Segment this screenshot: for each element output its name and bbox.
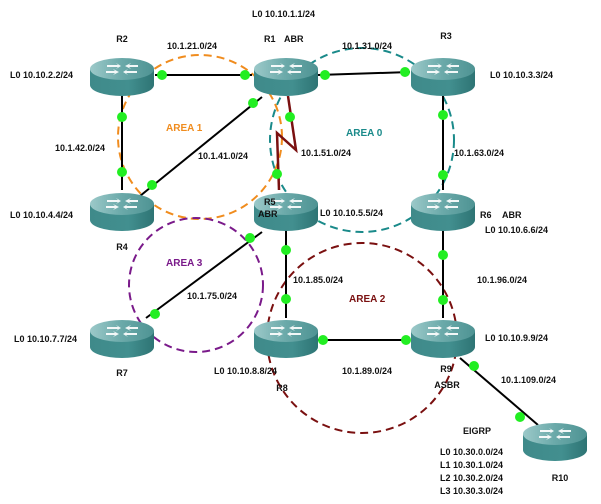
router-icon-r9[interactable]	[411, 320, 475, 358]
subnet-label-10-1-89-0-24: 10.1.89.0/24	[342, 366, 392, 376]
router-icon-r10[interactable]	[523, 423, 587, 461]
interface-endpoint	[285, 112, 295, 122]
interface-endpoint	[157, 70, 167, 80]
loopback-label-r7: L0 10.10.7.7/24	[14, 334, 77, 344]
interface-endpoint	[438, 295, 448, 305]
serial-link-r1-r5	[275, 95, 298, 191]
loopback-label-r6: L0 10.10.6.6/24	[485, 225, 548, 235]
router-role-r6: ABR	[502, 210, 522, 220]
subnet-label-10-1-96-0-24: 10.1.96.0/24	[477, 275, 527, 285]
subnet-label-10-1-21-0-24: 10.1.21.0/24	[167, 41, 217, 51]
subnet-label-10-1-51-0-24: 10.1.51.0/24	[301, 148, 351, 158]
subnet-label-10-1-63-0-24: 10.1.63.0/24	[454, 148, 504, 158]
area-label-area3: AREA 3	[166, 258, 203, 269]
eigrp-loopback-1: L1 10.30.1.0/24	[440, 460, 503, 470]
interface-endpoint	[515, 412, 525, 422]
subnet-label-10-1-41-0-24: 10.1.41.0/24	[198, 151, 248, 161]
interface-endpoint	[147, 180, 157, 190]
interface-endpoint	[281, 245, 291, 255]
interface-endpoint	[272, 169, 282, 179]
link-r1-r4	[139, 96, 263, 197]
interface-endpoint	[117, 112, 127, 122]
subnet-label-10-1-31-0-24: 10.1.31.0/24	[342, 41, 392, 51]
loopback-label-r8: L0 10.10.8.8/24	[214, 366, 277, 376]
router-name-r7: R7	[116, 368, 128, 378]
eigrp-title: EIGRP	[463, 426, 491, 436]
interface-endpoint	[320, 70, 330, 80]
interface-endpoint	[438, 110, 448, 120]
area-label-area2: AREA 2	[349, 294, 386, 305]
interface-endpoint	[245, 233, 255, 243]
interface-endpoint	[469, 361, 479, 371]
subnet-label-10-1-42-0-24: 10.1.42.0/24	[55, 143, 105, 153]
router-name-r2: R2	[116, 34, 128, 44]
area-label-area1: AREA 1	[166, 123, 203, 134]
interface-endpoint	[318, 335, 328, 345]
router-role-r5: ABR	[258, 209, 278, 219]
loopback-label-r5: L0 10.10.5.5/24	[320, 208, 383, 218]
router-name-r8: R8	[276, 383, 288, 393]
interface-endpoint	[117, 167, 127, 177]
router-icon-r8[interactable]	[254, 320, 318, 358]
router-name-r9: R9	[440, 364, 452, 374]
link-r5-r7	[145, 231, 263, 319]
router-role-r9: ASBR	[434, 380, 460, 390]
subnet-label-10-1-85-0-24: 10.1.85.0/24	[293, 275, 343, 285]
interface-endpoint	[401, 335, 411, 345]
area-label-area0: AREA 0	[346, 128, 383, 139]
subnet-label-10-1-109-0-24: 10.1.109.0/24	[501, 375, 556, 385]
eigrp-loopback-2: L2 10.30.2.0/24	[440, 473, 503, 483]
router-icon-r4[interactable]	[90, 193, 154, 231]
area0-boundary	[269, 47, 455, 233]
loopback-label-r9: L0 10.10.9.9/24	[485, 333, 548, 343]
router-name-r4: R4	[116, 242, 128, 252]
router-icon-r1[interactable]	[254, 58, 318, 96]
loopback-label-r2: L0 10.10.2.2/24	[10, 70, 73, 80]
loopback-label-r3: L0 10.10.3.3/24	[490, 70, 553, 80]
interface-endpoint	[248, 98, 258, 108]
link-r1-r3	[317, 71, 411, 76]
router-role-r1: ABR	[284, 34, 304, 44]
subnet-label-10-1-75-0-24: 10.1.75.0/24	[187, 291, 237, 301]
router-icon-r7[interactable]	[90, 320, 154, 358]
loopback-label-r1: L0 10.10.1.1/24	[252, 9, 315, 19]
interface-endpoint	[150, 309, 160, 319]
router-name-r3: R3	[440, 31, 452, 41]
router-name-r10: R10	[552, 473, 569, 483]
router-icon-r6[interactable]	[411, 193, 475, 231]
router-icon-r2[interactable]	[90, 58, 154, 96]
eigrp-loopback-0: L0 10.30.0.0/24	[440, 447, 503, 457]
interface-endpoint	[400, 67, 410, 77]
router-name-r5: R5	[264, 197, 276, 207]
router-name-r6: R6	[480, 210, 492, 220]
loopback-label-r4: L0 10.10.4.4/24	[10, 210, 73, 220]
router-icon-r3[interactable]	[411, 58, 475, 96]
interface-endpoint	[438, 250, 448, 260]
eigrp-loopback-3: L3 10.30.3.0/24	[440, 486, 503, 496]
interface-endpoint	[240, 70, 250, 80]
interface-endpoint	[438, 170, 448, 180]
area3-boundary	[128, 217, 264, 353]
interface-endpoint	[281, 294, 291, 304]
router-name-r1: R1	[264, 34, 276, 44]
